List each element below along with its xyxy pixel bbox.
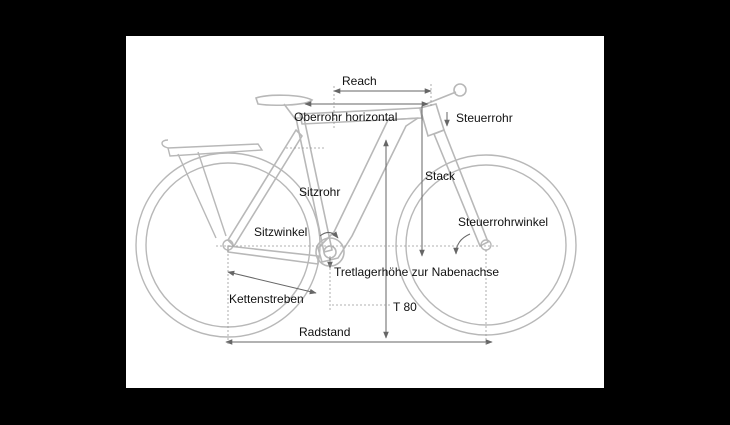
label-wheelbase: Radstand bbox=[299, 325, 351, 339]
dimension-lines bbox=[225, 88, 493, 345]
label-seat-tube: Sitzrohr bbox=[299, 185, 341, 199]
seat-angle-arc bbox=[319, 231, 339, 239]
rear-wheel bbox=[135, 152, 321, 338]
chainstay-line bbox=[227, 270, 317, 295]
label-head-tube: Steuerrohr bbox=[456, 111, 513, 125]
rear-rack bbox=[161, 139, 264, 239]
label-bb-height: Tretlagerhöhe zur Nabenachse bbox=[334, 265, 499, 279]
guide-lines bbox=[216, 84, 500, 345]
label-top-tube: Oberrohr horizontal bbox=[294, 110, 398, 124]
label-reach: Reach bbox=[342, 74, 377, 88]
head-angle-arc bbox=[453, 233, 471, 255]
label-seat-angle: Sitzwinkel bbox=[254, 225, 308, 239]
label-chainstays: Kettenstreben bbox=[229, 292, 304, 306]
label-t80: T 80 bbox=[393, 300, 417, 314]
saddle bbox=[254, 94, 314, 121]
label-head-angle: Steuerrohrwinkel bbox=[458, 215, 549, 229]
diagram-panel bbox=[126, 36, 604, 388]
label-stack: Stack bbox=[425, 169, 456, 183]
